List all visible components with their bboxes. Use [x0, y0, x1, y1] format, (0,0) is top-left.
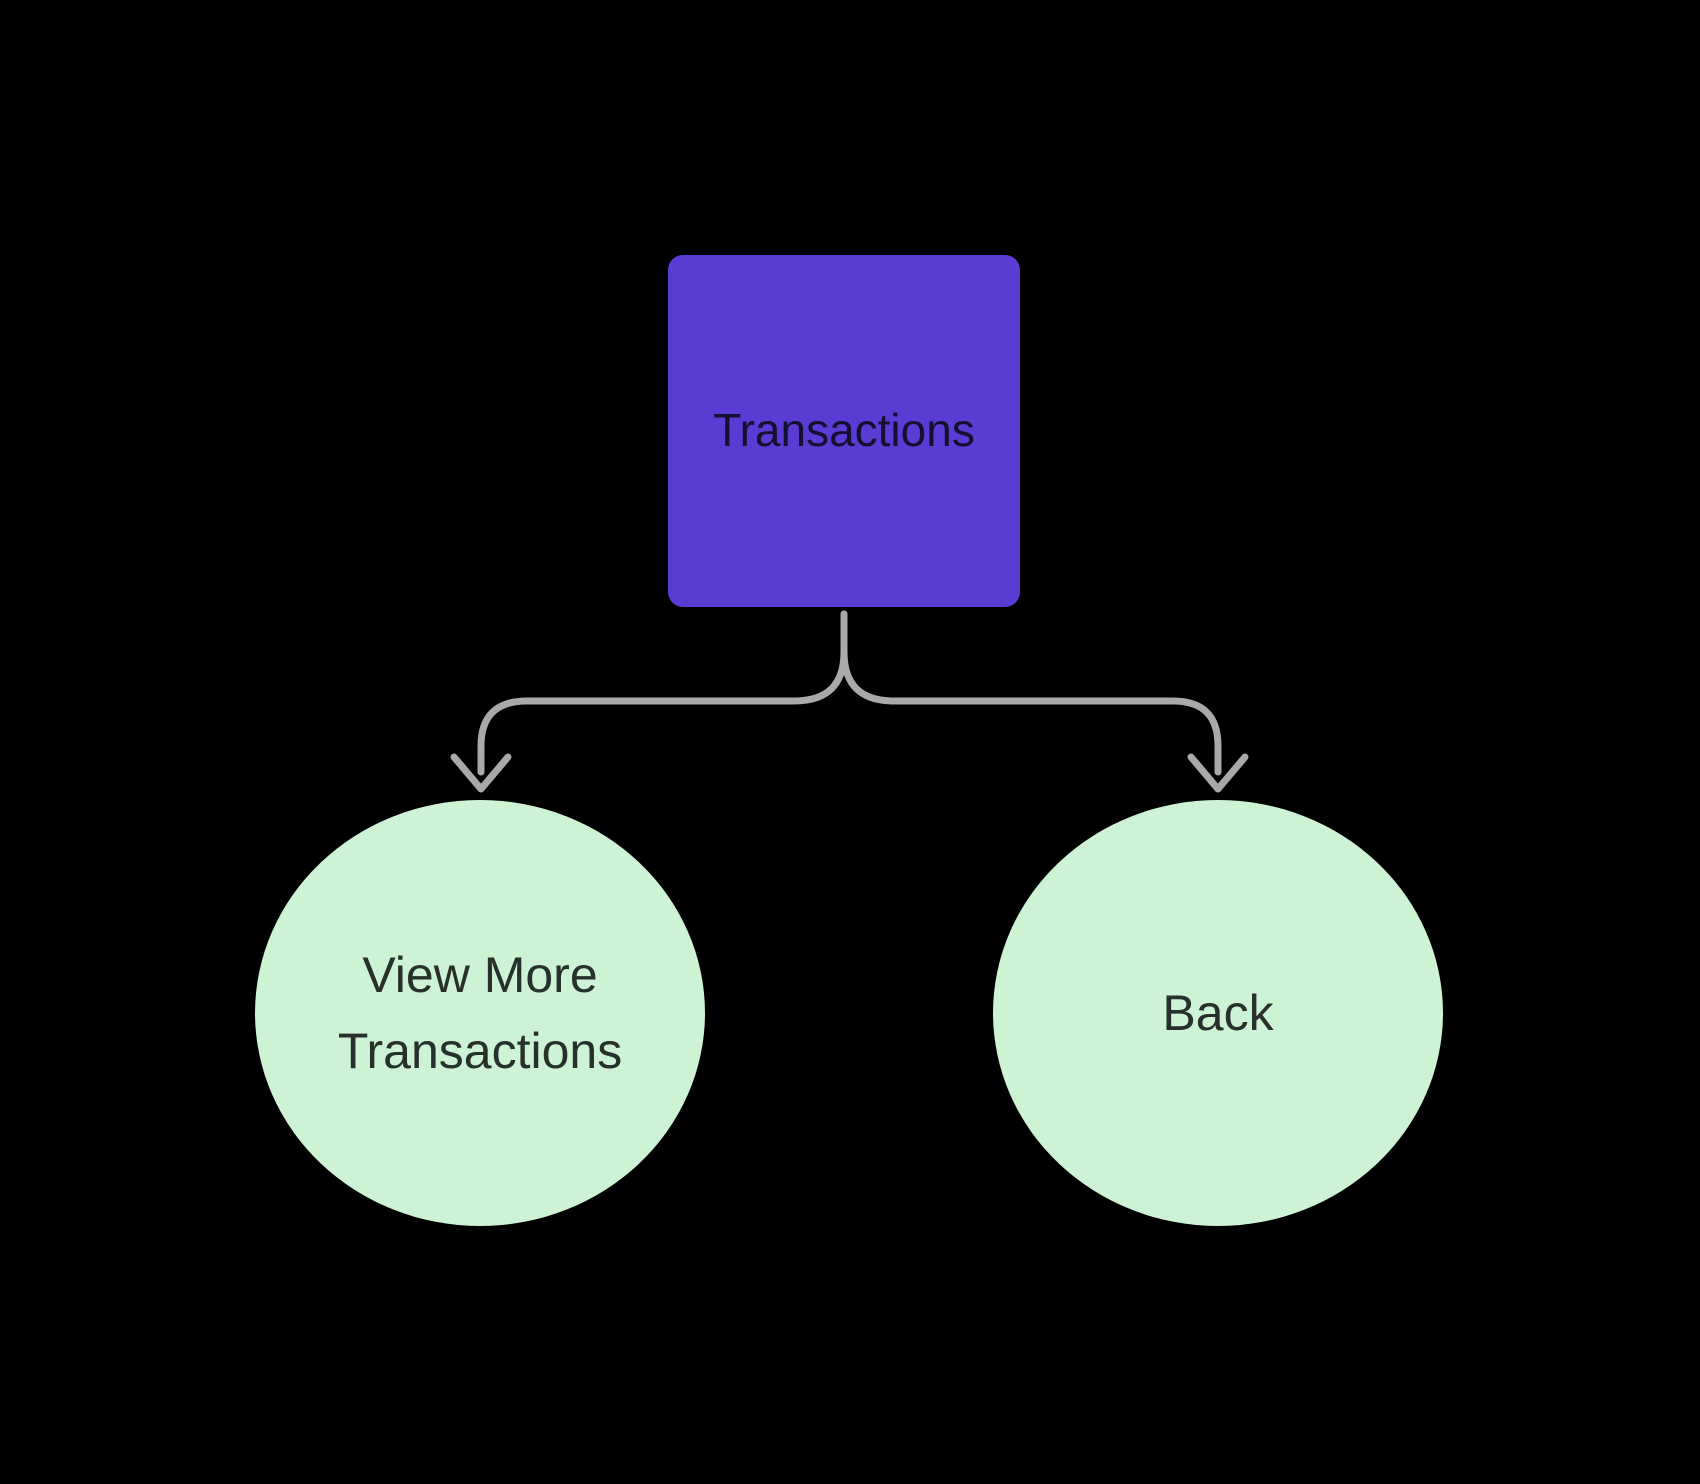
node-transactions-label: Transactions — [713, 404, 975, 457]
node-transactions[interactable]: Transactions — [668, 255, 1020, 607]
arrowhead-down-icon — [1187, 753, 1249, 793]
node-back-label: Back — [1162, 985, 1274, 1041]
arrowhead-down-icon — [450, 753, 512, 793]
node-view-more-transactions-label: View More Transactions — [337, 947, 623, 1079]
node-back[interactable]: Back — [993, 800, 1443, 1226]
connector-transactions-to-view-more — [450, 610, 848, 793]
connector-line-right — [840, 610, 1222, 776]
connector-transactions-to-back — [840, 610, 1249, 793]
connector-line-left — [477, 610, 848, 776]
node-view-more-transactions[interactable]: View More Transactions — [255, 800, 705, 1226]
